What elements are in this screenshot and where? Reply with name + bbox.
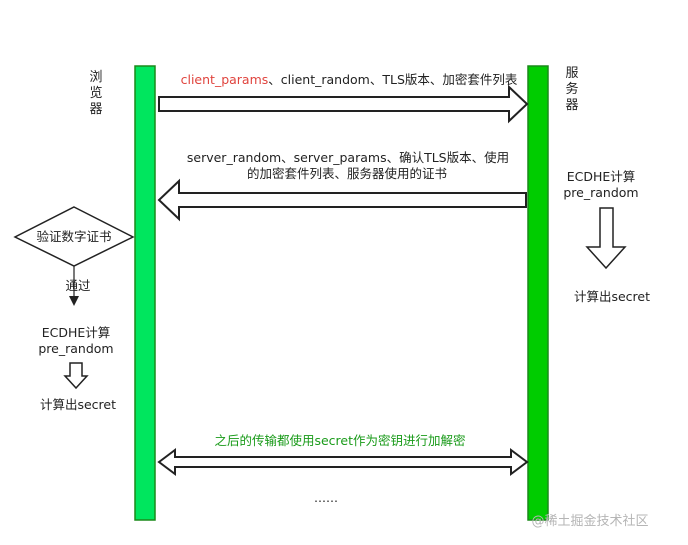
server-down-arrow (585, 207, 627, 270)
server-label-char-1: 服 (565, 66, 578, 81)
browser-secret-result: 计算出secret (40, 397, 116, 412)
watermark: @稀土掘金技术社区 (531, 513, 648, 529)
verify-to-pass-arrowhead (69, 296, 79, 306)
browser-label-char-3: 器 (89, 102, 102, 117)
pass-label: 通过 (65, 278, 91, 293)
server-secret-result: 计算出secret (574, 289, 650, 304)
browser-label-char-1: 浏 (89, 69, 102, 85)
server-lifeline (527, 65, 549, 521)
client-hello-rest: 、client_random、TLS版本、加密套件列表 (268, 72, 518, 87)
client-hello-arrow (158, 84, 529, 124)
browser-down-arrow (63, 362, 89, 390)
server-hello-arrow (157, 178, 527, 222)
verify-certificate-label: 验证数字证书 (36, 229, 111, 244)
server-label-char-2: 务 (565, 81, 578, 97)
client-params-highlight: client_params (181, 72, 269, 87)
encrypted-transfer-label: 之后的传输都使用secret作为密钥进行加解密 (214, 433, 465, 448)
encrypted-transfer-arrow (157, 448, 529, 476)
browser-ecdhe-line-1: ECDHE计算 (42, 325, 111, 340)
server-ecdhe-line-2: pre_random (563, 185, 638, 200)
client-hello-message: client_params、client_random、TLS版本、加密套件列表 (181, 72, 518, 87)
browser-ecdhe-line-2: pre_random (38, 341, 113, 356)
browser-lifeline (134, 65, 156, 521)
server-hello-line-1: server_random、server_params、确认TLS版本、使用 (187, 150, 509, 165)
server-hello-line-2: 的加密套件列表、服务器使用的证书 (247, 166, 447, 181)
server-ecdhe-line-1: ECDHE计算 (567, 169, 636, 184)
browser-label-char-2: 览 (89, 85, 102, 101)
ellipsis: …… (314, 491, 338, 505)
server-label-char-3: 器 (565, 98, 578, 113)
